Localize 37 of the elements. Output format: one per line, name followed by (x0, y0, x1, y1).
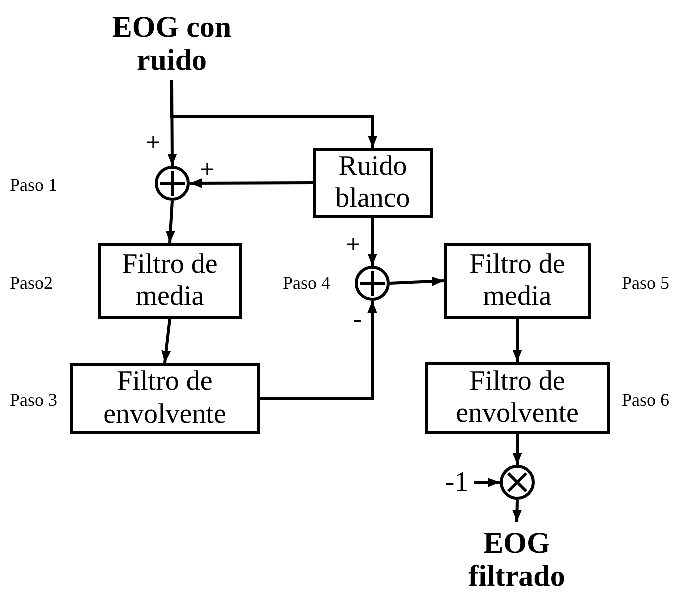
box-label: Filtro de media (468, 248, 566, 314)
step-label: Paso 4 (283, 274, 331, 292)
arrow (512, 434, 522, 465)
arrow (260, 301, 378, 400)
summing-junction (155, 166, 190, 201)
signal-label: -1 (445, 469, 469, 497)
process-box (70, 363, 260, 434)
summing-junction (355, 266, 390, 301)
arrow (512, 319, 522, 362)
box-label: Filtro de envolvente (455, 366, 580, 430)
sign-label: + (146, 130, 161, 156)
process-box (313, 148, 433, 218)
signal-label: EOG filtrado (468, 527, 566, 593)
sign-label: + (200, 157, 215, 183)
step-label: Paso 1 (10, 176, 58, 194)
process-box (98, 243, 242, 319)
step-label: Paso 6 (622, 391, 670, 409)
sign-label: + (346, 232, 361, 258)
process-box (425, 362, 610, 434)
arrow (474, 478, 500, 488)
arrow (190, 178, 313, 188)
arrow (170, 80, 378, 148)
step-label: Paso 3 (10, 391, 58, 409)
signal-label: EOG con ruido (111, 11, 233, 77)
box-label: Filtro de envolvente (102, 366, 228, 431)
arrow (166, 200, 176, 244)
sign-label: - (353, 306, 362, 334)
process-box (444, 243, 591, 319)
arrow (368, 218, 378, 266)
box-label: Filtro de media (121, 248, 219, 314)
multiplier-junction (500, 465, 535, 500)
step-label: Paso 5 (622, 274, 670, 292)
arrow (512, 500, 522, 522)
box-label: Ruido blanco (334, 150, 412, 216)
step-label: Paso2 (10, 274, 54, 292)
arrow (390, 276, 444, 286)
arrow (162, 318, 172, 364)
